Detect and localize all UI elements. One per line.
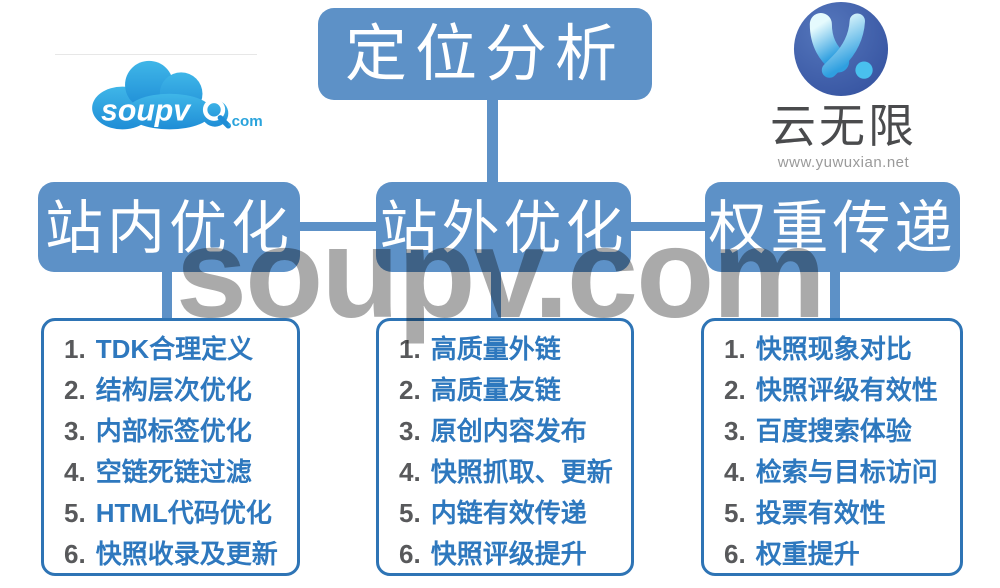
magnifier-icon [202,98,231,129]
cloud-icon [92,60,229,130]
item-number: 5. [724,498,746,528]
item-number: 2. [64,375,86,405]
item-number: 3. [399,416,421,446]
list-item: 6. 快照评级提升 [399,534,631,575]
item-text: 内链有效传递 [430,498,587,528]
list-item: 1. 快照现象对比 [724,329,960,370]
item-number: 6. [64,539,86,569]
yunwuxian-brand: 云无限 [770,100,917,152]
soupv-logo-text: soupv [101,94,192,127]
list-item: 2. 结构层次优化 [64,370,297,411]
item-text: 百度搜索体验 [755,416,912,446]
item-text: 内部标签优化 [95,416,252,446]
item-text: 快照收录及更新 [95,539,278,569]
list-item: 3. 内部标签优化 [64,411,297,452]
list-item: 4. 检索与目标访问 [724,452,960,493]
list-item: 4. 空链死链过滤 [64,452,297,493]
panel-onsite-items: 1. TDK合理定义 2. 结构层次优化 3. 内部标签优化 4. 空链死链过滤 5. H… [41,318,300,576]
item-text: 快照评级有效性 [755,375,938,405]
item-number: 5. [64,498,86,528]
list-item: 5. HTML代码优化 [64,493,297,534]
item-number: 4. [724,457,746,487]
node-offsite-optimization: 站外优化 [376,182,631,272]
list-item: 6. 快照收录及更新 [64,534,297,575]
item-number: 5. [399,498,421,528]
list-item: 3. 原创内容发布 [399,411,631,452]
list-item: 2. 高质量友链 [399,370,631,411]
item-text: 高质量外链 [430,334,561,364]
onsite-item-list: 1. TDK合理定义 2. 结构层次优化 3. 内部标签优化 4. 空链死链过滤 5. H… [44,321,297,575]
item-number: 2. [724,375,746,405]
list-item: 1. TDK合理定义 [64,329,297,370]
connector-branch3-vertical [830,270,840,320]
item-text: 空链死链过滤 [95,457,252,487]
offsite-item-list: 1. 高质量外链 2. 高质量友链 3. 原创内容发布 4. 快照抓取、更新 5. 内链有… [379,321,631,575]
node-weight-transfer: 权重传递 [705,182,960,272]
list-item: 6. 权重提升 [724,534,960,575]
item-text: TDK合理定义 [95,334,254,364]
logo-y-blob [809,13,873,79]
item-number: 6. [399,539,421,569]
item-text: 原创内容发布 [430,416,587,446]
list-item: 3. 百度搜索体验 [724,411,960,452]
list-item: 4. 快照抓取、更新 [399,452,631,493]
item-text: 快照现象对比 [755,334,912,364]
item-number: 6. [724,539,746,569]
node-onsite-optimization: 站内优化 [38,182,300,272]
panel-offsite-items: 1. 高质量外链 2. 高质量友链 3. 原创内容发布 4. 快照抓取、更新 5. 内链有… [376,318,634,576]
item-text: HTML代码优化 [95,498,272,528]
item-number: 4. [399,457,421,487]
item-number: 4. [64,457,86,487]
list-item: 5. 内链有效传递 [399,493,631,534]
node-positioning-analysis: 定位分析 [318,8,652,100]
item-text: 高质量友链 [430,375,561,405]
item-text: 权重提升 [755,539,860,569]
item-number: 1. [64,334,86,364]
item-text: 投票有效性 [755,498,886,528]
soupv-logo-tld: .com [227,113,262,130]
yunwuxian-url: www.yuwuxian.net [777,154,910,171]
connector-left-horizontal [300,222,378,231]
connector-branch1-vertical [162,270,172,320]
list-item: 2. 快照评级有效性 [724,370,960,411]
item-text: 结构层次优化 [95,375,252,405]
yunwuxian-logo-icon [793,1,889,97]
panel-weight-items: 1. 快照现象对比 2. 快照评级有效性 3. 百度搜索体验 4. 检索与目标访问 5.… [701,318,963,576]
list-item: 5. 投票有效性 [724,493,960,534]
connector-root-vertical [487,100,498,184]
soupv-logo: soupv .com [92,60,263,130]
item-number: 1. [399,334,421,364]
item-text: 快照抓取、更新 [430,457,613,487]
item-number: 3. [724,416,746,446]
connector-right-horizontal [629,222,707,231]
divider-line [55,54,257,55]
weight-item-list: 1. 快照现象对比 2. 快照评级有效性 3. 百度搜索体验 4. 检索与目标访问 5.… [704,321,960,575]
list-item: 1. 高质量外链 [399,329,631,370]
item-text: 检索与目标访问 [755,457,938,487]
item-number: 2. [399,375,421,405]
item-number: 3. [64,416,86,446]
item-number: 1. [724,334,746,364]
connector-branch2-vertical [491,270,501,320]
item-text: 快照评级提升 [430,539,587,569]
